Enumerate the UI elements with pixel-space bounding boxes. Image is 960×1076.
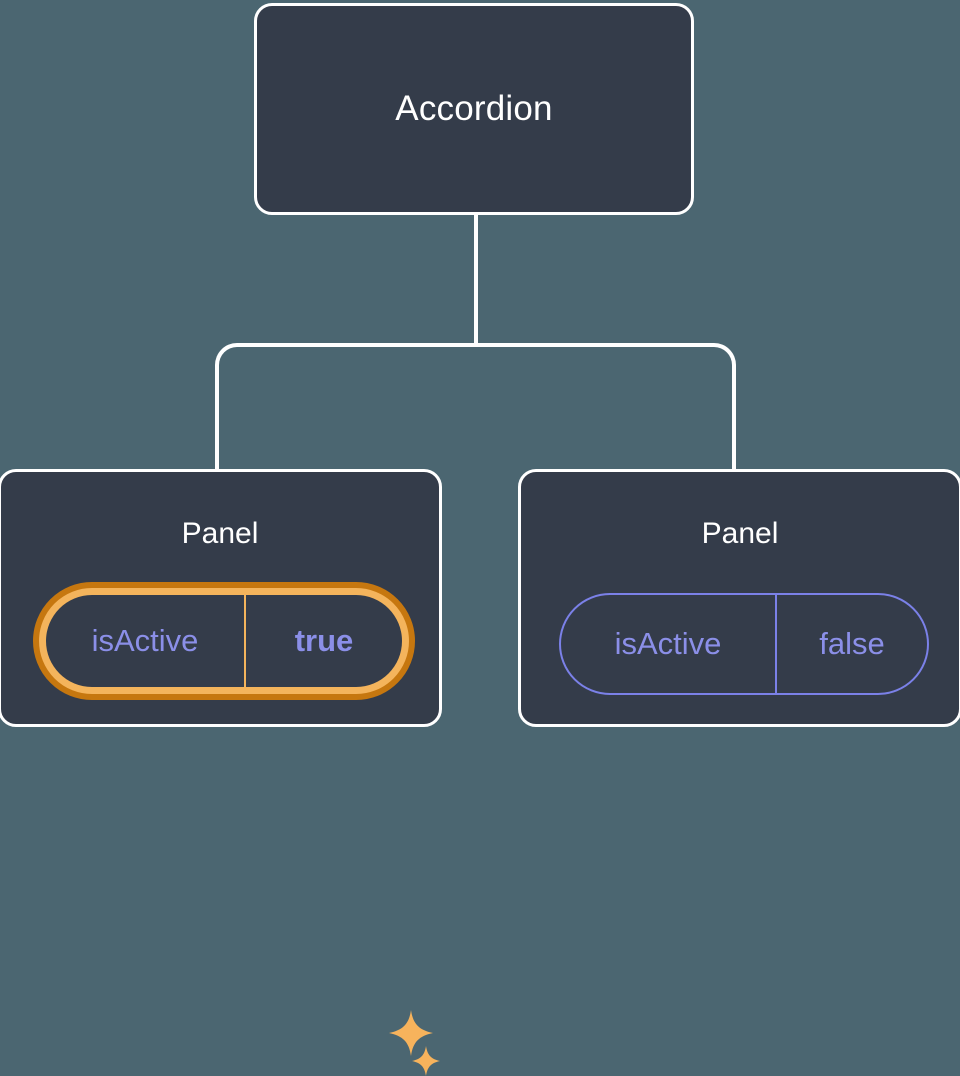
prop-key: isActive — [561, 595, 777, 693]
node-title: Panel — [701, 517, 779, 550]
sparkle-icon-small — [412, 1046, 440, 1076]
prop-pill-isactive-true[interactable]: isActive true — [33, 582, 415, 700]
edge-root-to-branch — [474, 213, 478, 347]
tree-node-panel-inactive[interactable]: Panel isActive false — [518, 469, 960, 727]
prop-key: isActive — [46, 595, 246, 687]
edge-branch-elbow — [215, 343, 736, 473]
prop-value: false — [819, 626, 885, 661]
prop-pill-isactive-false[interactable]: isActive false — [559, 593, 929, 695]
prop-pill-inner: isActive true — [46, 595, 402, 687]
tree-node-accordion[interactable]: Accordion — [254, 3, 694, 215]
component-tree-diagram: Accordion Panel isActive true Panel isAc… — [0, 3, 960, 1076]
tree-node-panel-active[interactable]: Panel isActive true — [0, 469, 442, 1076]
node-title: Panel — [181, 517, 259, 550]
node-title: Accordion — [395, 89, 553, 128]
prop-value: true — [294, 623, 354, 658]
